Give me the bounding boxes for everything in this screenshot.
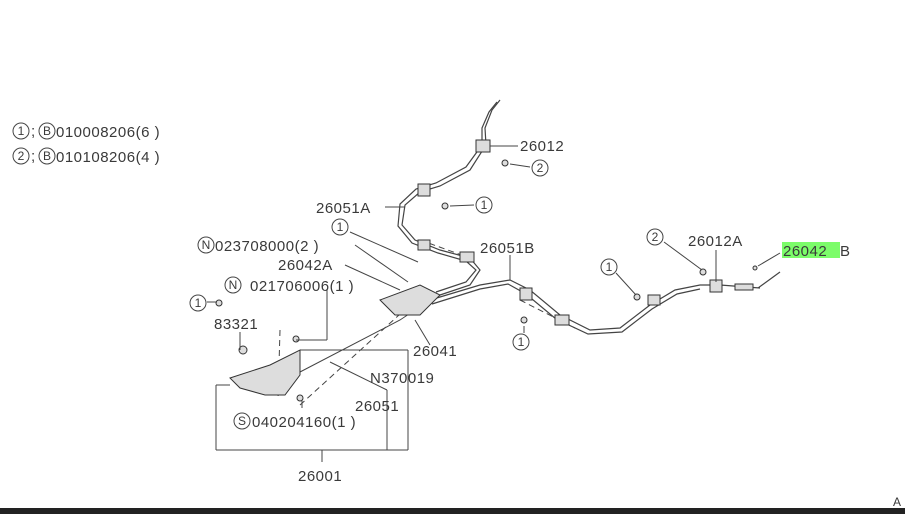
svg-text:1: 1 — [195, 296, 202, 310]
svg-text:N: N — [202, 238, 211, 252]
svg-text:021706006(1 ): 021706006(1 ) — [250, 278, 354, 295]
svg-text:B: B — [43, 149, 51, 163]
svg-text:1: 1 — [606, 260, 613, 274]
corner-label: A — [893, 495, 901, 509]
svg-text:;: ; — [31, 123, 36, 140]
svg-text:2: 2 — [652, 230, 659, 244]
legend-row-1: 1 ; B 010008206(6 ) — [12, 122, 160, 141]
svg-text:2: 2 — [537, 161, 544, 175]
svg-text:B: B — [840, 243, 851, 260]
label-26012[interactable]: 26012 — [520, 138, 564, 155]
svg-text:1: 1 — [518, 335, 525, 349]
callout-1: 1 — [512, 333, 530, 351]
label-26041[interactable]: 26041 — [413, 343, 457, 360]
callout-1: 1 — [475, 196, 493, 214]
leader-lines — [207, 145, 781, 462]
label-n370019[interactable]: N370019 — [370, 370, 434, 387]
svg-text:010008206(6 ): 010008206(6 ) — [56, 124, 160, 141]
svg-text:N: N — [229, 278, 238, 292]
svg-text:010108206(4 ): 010108206(4 ) — [56, 149, 160, 166]
callout-1: 1 — [331, 218, 349, 236]
svg-text:1: 1 — [481, 198, 488, 212]
svg-text:2: 2 — [18, 149, 25, 163]
search-highlight — [782, 242, 840, 258]
label-26001[interactable]: 26001 — [298, 468, 342, 485]
svg-text:1: 1 — [18, 124, 25, 138]
cable-drawing — [277, 99, 781, 406]
svg-text:023708000(2 ): 023708000(2 ) — [215, 238, 319, 255]
svg-text:040204160(1 ): 040204160(1 ) — [252, 414, 356, 431]
label-26051A[interactable]: 26051A — [316, 200, 371, 217]
label-n023708000[interactable]: N 023708000(2 ) — [197, 236, 319, 255]
callout-2: 2 — [646, 228, 664, 246]
label-26042A[interactable]: 26042A — [278, 257, 333, 274]
svg-text:;: ; — [31, 148, 36, 165]
svg-text:S: S — [238, 414, 246, 428]
callout-2: 2 — [531, 159, 549, 177]
svg-text:1: 1 — [337, 220, 344, 234]
callout-1: 1 — [600, 258, 618, 276]
svg-text:26042: 26042 — [783, 243, 827, 260]
callout-1: 1 — [189, 294, 207, 312]
legend-row-2: 2 ; B 010108206(4 ) — [12, 147, 160, 166]
label-n021706006[interactable]: N 021706006(1 ) — [224, 276, 354, 295]
label-26042B[interactable]: 26042 B — [782, 242, 851, 260]
label-26051[interactable]: 26051 — [355, 398, 399, 415]
bottom-bar — [0, 508, 905, 514]
parts — [215, 139, 758, 402]
label-s040204160[interactable]: S 040204160(1 ) — [233, 412, 356, 431]
label-83321[interactable]: 83321 — [214, 316, 258, 333]
svg-text:B: B — [43, 124, 51, 138]
label-26012A[interactable]: 26012A — [688, 233, 743, 250]
label-26051B[interactable]: 26051B — [480, 240, 535, 257]
